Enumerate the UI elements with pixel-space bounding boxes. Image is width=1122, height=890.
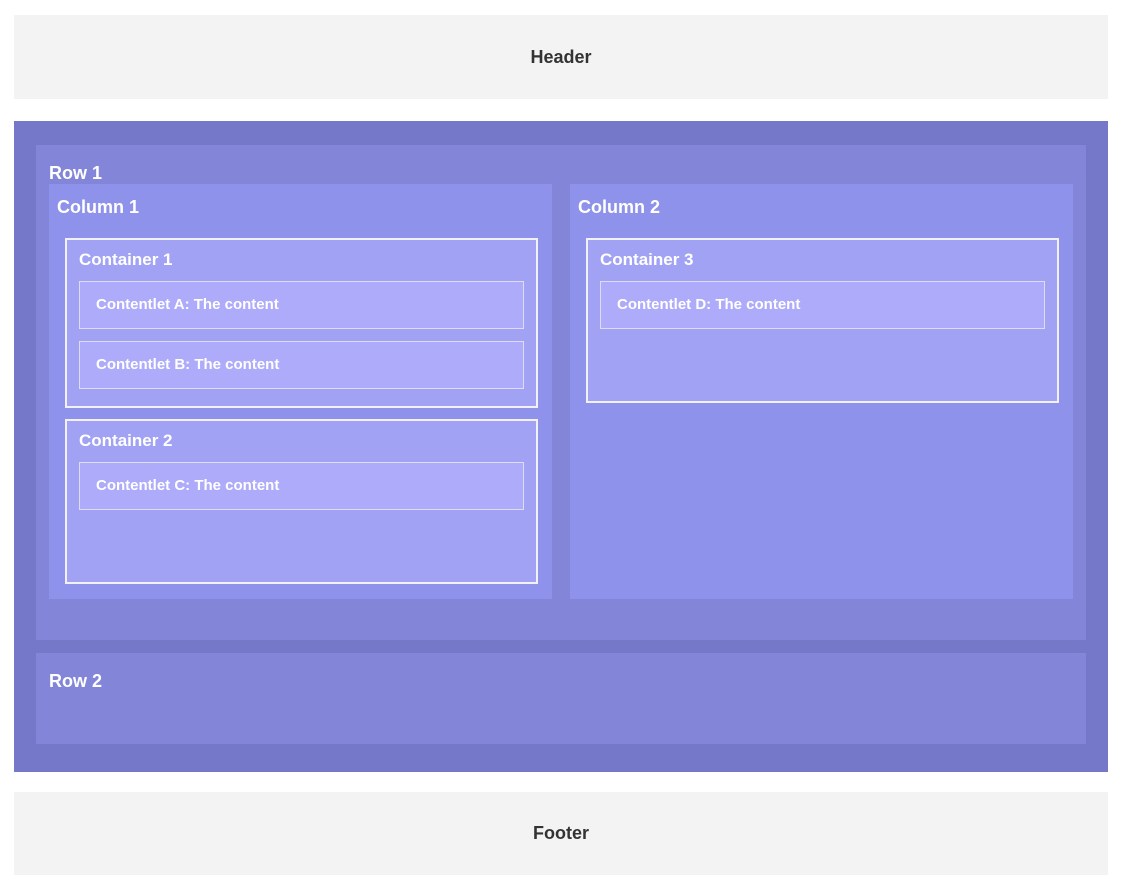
container-2: Container 2 Contentlet C: The content: [65, 419, 538, 584]
footer-label: Footer: [533, 823, 589, 843]
contentlet-a-label: Contentlet A: The content: [96, 296, 279, 313]
contentlet-b-label: Contentlet B: The content: [96, 356, 280, 373]
contentlet-a: Contentlet A: The content: [79, 281, 524, 329]
column-2-label: Column 2: [578, 197, 661, 217]
footer-section: Footer: [14, 792, 1108, 875]
column-2: Column 2 Container 3 Contentlet D: The c…: [570, 184, 1073, 599]
container-2-label: Container 2: [79, 431, 173, 450]
contentlet-d-label: Contentlet D: The content: [617, 296, 801, 313]
container-3: Container 3 Contentlet D: The content: [586, 238, 1059, 403]
contentlet-d: Contentlet D: The content: [600, 281, 1045, 329]
row-1-columns: Column 1 Container 1 Contentlet A: The c…: [49, 184, 1073, 599]
row-2: Row 2: [36, 653, 1086, 744]
template-body: Row 1 Column 1 Container 1 Contentlet A:…: [14, 121, 1108, 772]
header-section: Header: [14, 15, 1108, 99]
row-2-label: Row 2: [49, 671, 103, 691]
contentlet-c: Contentlet C: The content: [79, 462, 524, 510]
contentlet-c-label: Contentlet C: The content: [96, 477, 280, 494]
row-1: Row 1 Column 1 Container 1 Contentlet A:…: [36, 145, 1086, 640]
row-1-label: Row 1: [49, 163, 103, 183]
container-3-label: Container 3: [600, 250, 694, 269]
contentlet-b: Contentlet B: The content: [79, 341, 524, 389]
header-label: Header: [530, 46, 592, 67]
column-1-label: Column 1: [57, 197, 140, 217]
container-1: Container 1 Contentlet A: The content Co…: [65, 238, 538, 408]
container-1-label: Container 1: [79, 250, 173, 269]
column-1: Column 1 Container 1 Contentlet A: The c…: [49, 184, 552, 599]
